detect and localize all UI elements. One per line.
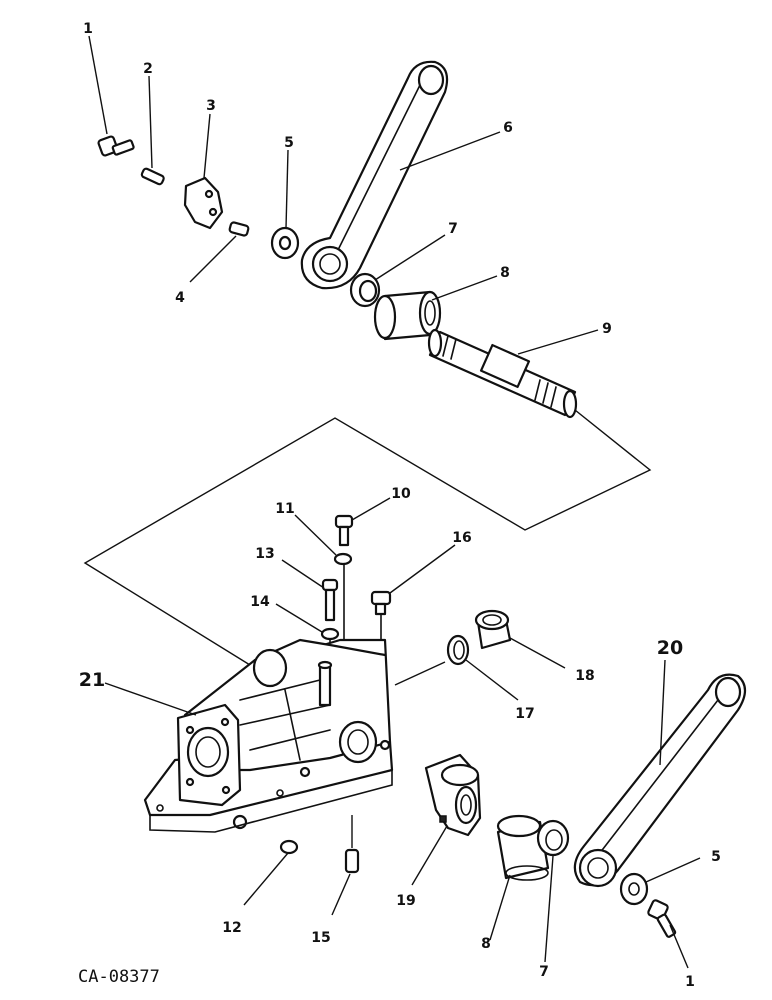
- part-17-o-ring: [446, 634, 470, 666]
- callout-8-top: 8: [500, 265, 510, 281]
- callout-5-bottom: 5: [711, 849, 721, 865]
- part-7-seal: [349, 272, 381, 308]
- part-21-lift-housing: [143, 638, 394, 833]
- part-20-lift-arm: [573, 673, 747, 888]
- callout-18: 18: [575, 668, 594, 684]
- assembly-guide-line: [83, 397, 652, 666]
- reference-code: CA-08377: [78, 967, 160, 987]
- part-10-bolt: [334, 514, 354, 547]
- part-8-bushing: [373, 290, 442, 341]
- part-13-bolt: [321, 578, 339, 622]
- part-11-washer: [333, 552, 353, 566]
- part-15-dowel: [344, 848, 360, 874]
- callout-13: 13: [255, 546, 274, 562]
- part-14-washer: [320, 627, 340, 641]
- callout-11: 11: [275, 501, 294, 517]
- callout-7-bottom: 7: [539, 964, 549, 980]
- part-5-washer-lower: [619, 872, 649, 906]
- callout-8-bottom: 8: [481, 936, 491, 952]
- part-19-cam-lever: [424, 753, 482, 837]
- part-12-plug: [279, 839, 299, 855]
- part-3-cam-block: [183, 176, 224, 230]
- part-9-splined-shaft: [427, 328, 578, 419]
- callout-3: 3: [206, 98, 216, 114]
- part-8-bushing-lower: [496, 814, 550, 881]
- callout-12: 12: [222, 920, 241, 936]
- callout-2: 2: [143, 61, 153, 77]
- callout-10: 10: [391, 486, 411, 502]
- part-6-lift-arm: [300, 60, 449, 290]
- part-1-bolt: [97, 135, 135, 157]
- callout-6: 6: [503, 120, 513, 136]
- part-2-pin: [140, 167, 165, 186]
- callout-1-bottom: 1: [685, 974, 695, 990]
- callout-17: 17: [515, 706, 534, 722]
- part-18-plug: [474, 609, 512, 650]
- callout-9: 9: [602, 321, 612, 337]
- part-4-pin: [228, 221, 250, 237]
- callout-19: 19: [396, 893, 415, 909]
- callout-21: 21: [79, 669, 105, 691]
- callout-4: 4: [175, 290, 185, 306]
- callout-20: 20: [657, 637, 683, 659]
- callouts: 1 2 3 4 5 6 7 8 9 10 11 13 14 16 17 18 2…: [79, 21, 721, 990]
- callout-15: 15: [311, 930, 330, 946]
- callout-7-top: 7: [448, 221, 458, 237]
- callout-14: 14: [250, 594, 270, 610]
- part-16-bolt: [370, 590, 392, 616]
- callout-1-top: 1: [83, 21, 93, 37]
- callout-5-top: 5: [284, 135, 294, 151]
- part-1-bolt-lower: [647, 899, 677, 938]
- callout-16: 16: [452, 530, 471, 546]
- part-5-washer: [270, 226, 300, 260]
- part-7-seal-lower: [536, 819, 570, 857]
